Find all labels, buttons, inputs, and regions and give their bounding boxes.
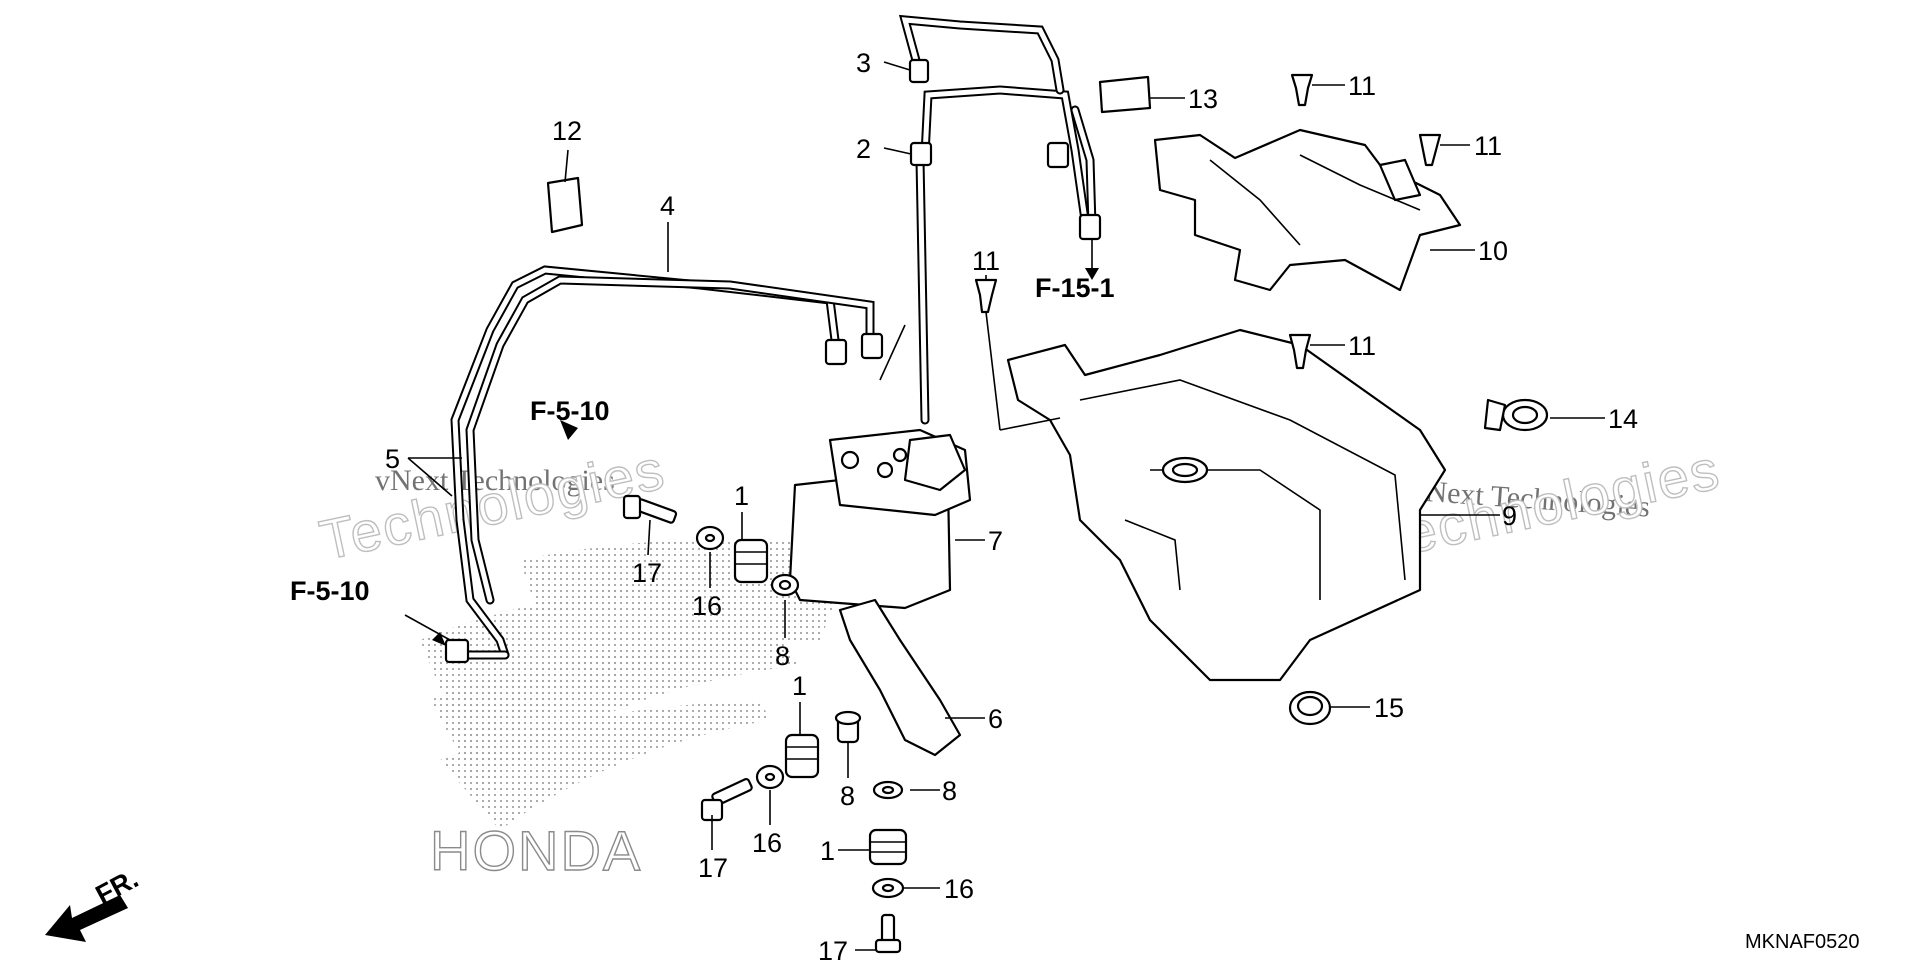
- part-10-cover: [1153, 128, 1462, 292]
- part-16-washer-a: [695, 525, 725, 551]
- callout-17-c: 17: [818, 936, 848, 960]
- callout-1-b: 1: [792, 671, 807, 701]
- front-label: FR.: [91, 863, 143, 910]
- pipe-fitting-4a: [824, 338, 848, 366]
- sheet-code: MKNAF0520: [1745, 931, 1860, 953]
- part-1-rubber-a: [733, 538, 769, 584]
- part-1-rubber-c: [868, 828, 908, 866]
- callout-11-c: 11: [972, 246, 1000, 276]
- part-11-pin-c: [974, 278, 998, 314]
- callout-16-a: 16: [692, 591, 722, 621]
- part-7-abs-modulator: [788, 428, 972, 610]
- callout-10: 10: [1478, 236, 1508, 266]
- part-1-rubber-b: [784, 733, 820, 779]
- part-12-clip: [546, 176, 584, 234]
- leader-lines: [404, 61, 1605, 951]
- callout-17-a: 17: [632, 558, 662, 588]
- callout-11-a: 11: [1348, 71, 1376, 101]
- reference-f-5-10-lower: F-5-10: [290, 576, 370, 606]
- part-15-band: [1288, 690, 1332, 726]
- callout-15: 15: [1374, 693, 1404, 723]
- pipe-fitting-upper-right: [1046, 141, 1070, 169]
- part-14-clamp: [1483, 398, 1549, 432]
- part-17-bolt-c: [874, 913, 902, 954]
- part-11-pin-b: [1418, 133, 1442, 167]
- part-16-washer-b: [755, 764, 785, 790]
- part-16-washer-c: [871, 877, 905, 899]
- part-11-pin-a: [1290, 73, 1314, 107]
- pipe-fitting-lower-right: [1078, 213, 1102, 241]
- reference-f-5-10-upper: F-5-10: [530, 396, 610, 426]
- pipe-fitting-5: [444, 638, 470, 664]
- callout-7: 7: [988, 526, 1003, 556]
- callout-16-b: 16: [752, 828, 782, 858]
- callout-11-d: 11: [1348, 331, 1376, 361]
- part-8-collar-b: [834, 710, 862, 744]
- callout-8-a: 8: [775, 641, 790, 671]
- callout-17-b: 17: [698, 853, 728, 883]
- part-8-collar-a: [770, 573, 800, 597]
- callout-9: 9: [1502, 501, 1517, 531]
- part-8-collar-c: [872, 780, 904, 800]
- callout-11-b: 11: [1474, 131, 1502, 161]
- callout-4: 4: [660, 191, 675, 221]
- callout-12: 12: [552, 116, 582, 146]
- callout-8-c: 8: [942, 776, 957, 806]
- brand-text-watermark: HONDA: [430, 819, 642, 882]
- callout-6: 6: [988, 704, 1003, 734]
- part-17-bolt-a: [622, 494, 678, 524]
- pipe-fitting-4b: [860, 332, 884, 360]
- callout-5: 5: [385, 444, 400, 474]
- brake-pipe-left: [445, 265, 875, 660]
- callout-14: 14: [1608, 404, 1638, 434]
- callout-13: 13: [1188, 84, 1218, 114]
- svg-text:vNext Technologies: vNext Technologies: [375, 464, 615, 497]
- callout-3: 3: [856, 48, 871, 78]
- callout-1-c: 1: [820, 836, 835, 866]
- front-direction-arrow-icon: [45, 895, 128, 942]
- pipe-fitting-2: [909, 141, 933, 167]
- part-13-cushion: [1098, 75, 1152, 114]
- pipe-fitting-3: [908, 58, 930, 84]
- brake-pipe-upper: [898, 14, 1097, 425]
- brand-wing-watermark: [420, 538, 840, 830]
- callout-2: 2: [856, 134, 871, 164]
- part-11-pin-d: [1288, 333, 1312, 370]
- reference-f-15-1: F-15-1: [1035, 273, 1115, 303]
- callout-8-b: 8: [840, 781, 855, 811]
- part-9-tray: [1006, 328, 1447, 682]
- callout-1-a: 1: [734, 481, 749, 511]
- part-17-bolt-b: [700, 777, 753, 822]
- part-6-bracket: [838, 598, 962, 757]
- callout-16-c: 16: [944, 874, 974, 904]
